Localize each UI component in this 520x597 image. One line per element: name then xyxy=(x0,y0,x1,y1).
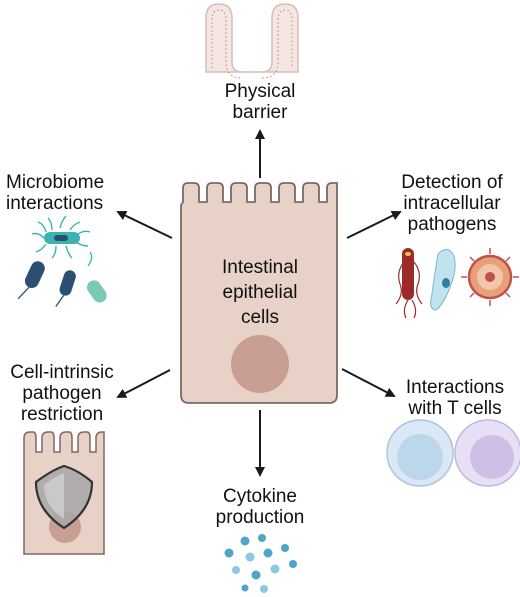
arrow-upper-right xyxy=(346,211,402,239)
cytokine-line1: Cytokine xyxy=(223,486,297,507)
arrow-lower-left xyxy=(116,369,171,398)
nucleus xyxy=(231,335,289,393)
physical-barrier-line1: Physical xyxy=(224,81,296,102)
microbiome-label: Microbiome interactions xyxy=(6,172,104,214)
t-cells-label: Interactions with T cells xyxy=(394,377,516,419)
detection-label: Detection of intracellular pathogens xyxy=(388,172,516,235)
shielded-cell-icon xyxy=(23,431,105,555)
villus-icon xyxy=(205,3,299,79)
detection-line1: Detection of xyxy=(401,172,503,193)
restriction-label: Cell-intrinsic pathogen restriction xyxy=(0,362,124,425)
pathogens-icon xyxy=(395,248,519,319)
microbiome-line2: interactions xyxy=(6,193,104,214)
restriction-line3: restriction xyxy=(20,404,104,425)
physical-barrier-line2: barrier xyxy=(232,102,288,123)
center-label-line1: Intestinal xyxy=(222,257,298,278)
t-cells-icon xyxy=(386,419,520,487)
physical-barrier-label: Physical barrier xyxy=(205,81,315,123)
center-label-line3: cells xyxy=(241,307,279,328)
center-label-line2: epithelial xyxy=(223,282,298,303)
detection-line3: pathogens xyxy=(407,214,497,235)
detection-line2: intracellular xyxy=(403,193,501,214)
central-cell-icon xyxy=(180,182,338,404)
arrow-upper-left xyxy=(116,210,173,239)
bacteria-icon xyxy=(17,215,107,307)
cytokine-line2: production xyxy=(215,507,305,528)
t-cells-line2: with T cells xyxy=(408,398,502,419)
cytokine-dots-icon xyxy=(224,534,297,593)
cytokine-label: Cytokine production xyxy=(200,486,320,528)
microbiome-line1: Microbiome xyxy=(6,172,105,193)
t-cells-line1: Interactions xyxy=(405,377,505,398)
restriction-line2: pathogen xyxy=(22,383,102,404)
restriction-line1: Cell-intrinsic xyxy=(10,362,114,383)
arrow-lower-right xyxy=(341,368,396,397)
